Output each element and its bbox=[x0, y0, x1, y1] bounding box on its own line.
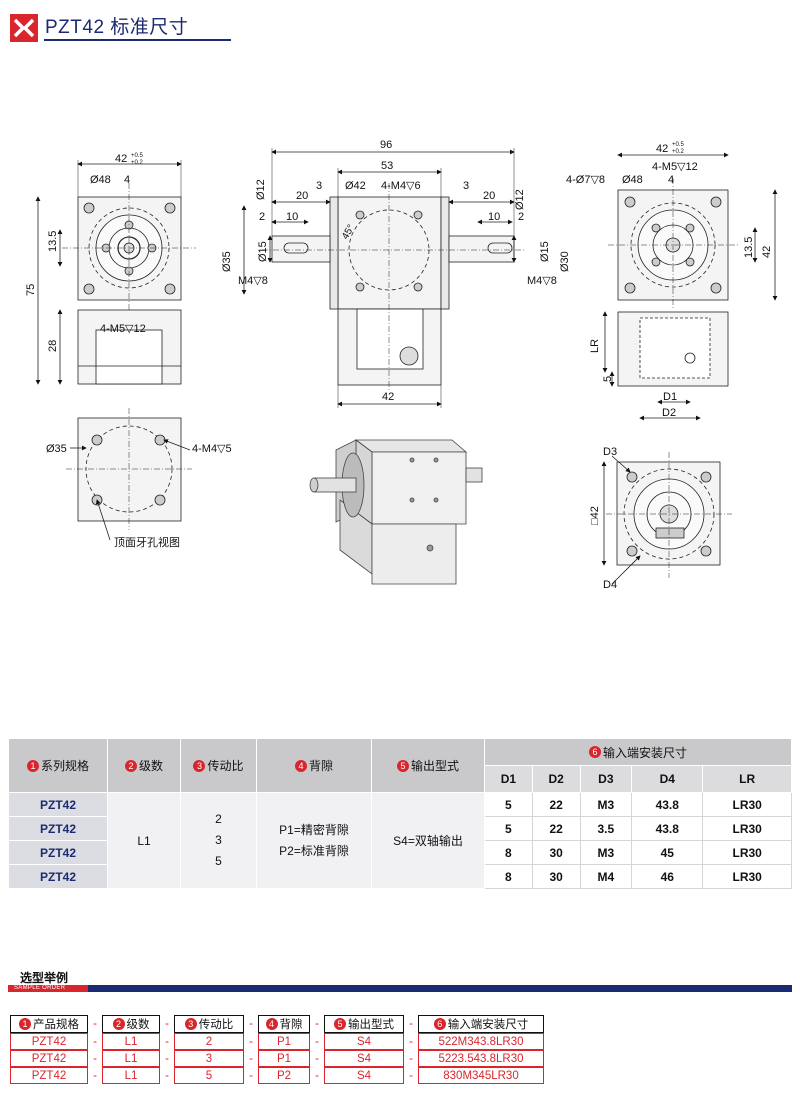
example-row: PZT42- L1- 2- P1- S4- 522M343.8LR30 bbox=[10, 1033, 544, 1050]
svg-text:Ø48: Ø48 bbox=[90, 174, 111, 186]
svg-text:M4▽8: M4▽8 bbox=[238, 275, 268, 287]
svg-text:4-M4▽5: 4-M4▽5 bbox=[192, 443, 232, 455]
example-title: 选型举例 bbox=[20, 971, 69, 985]
input-flange-view bbox=[601, 452, 732, 585]
svg-text:□42: □42 bbox=[589, 506, 601, 525]
table-row: PZT42 8 30 M4 46 LR30 bbox=[8, 864, 792, 889]
svg-text:75: 75 bbox=[25, 284, 37, 296]
isometric-view bbox=[309, 439, 483, 585]
svg-text:Ø12: Ø12 bbox=[255, 179, 267, 200]
svg-text:96: 96 bbox=[380, 139, 392, 151]
front-view bbox=[35, 160, 196, 385]
example-subtitle: SAMPLE ORDER bbox=[14, 985, 66, 991]
svg-text:4-Ø7▽8: 4-Ø7▽8 bbox=[566, 174, 605, 186]
header-lr: LR bbox=[702, 765, 792, 793]
svg-text:4: 4 bbox=[668, 174, 674, 186]
svg-text:13.5: 13.5 bbox=[47, 231, 59, 252]
svg-text:2: 2 bbox=[518, 211, 524, 223]
svg-text:42: 42 bbox=[382, 391, 394, 403]
svg-text:5: 5 bbox=[602, 376, 614, 382]
header-d1: D1 bbox=[484, 765, 533, 793]
svg-text:4-M4▽6: 4-M4▽6 bbox=[381, 180, 421, 192]
svg-text:42: 42 bbox=[656, 143, 668, 155]
svg-text:D1: D1 bbox=[663, 391, 677, 403]
svg-text:+0.5: +0.5 bbox=[672, 142, 685, 148]
svg-text:10: 10 bbox=[286, 211, 298, 223]
svg-text:Ø35: Ø35 bbox=[46, 443, 67, 455]
svg-text:Ø48: Ø48 bbox=[622, 174, 643, 186]
svg-text:Ø15: Ø15 bbox=[539, 241, 551, 262]
svg-text:4: 4 bbox=[124, 174, 130, 186]
stages-cell: L1 bbox=[107, 792, 181, 889]
svg-text:Ø30: Ø30 bbox=[559, 251, 571, 272]
svg-text:+0.5: +0.5 bbox=[131, 153, 144, 159]
header-d4: D4 bbox=[631, 765, 704, 793]
title-underline bbox=[44, 39, 231, 41]
right-view bbox=[602, 152, 778, 421]
svg-text:Ø35: Ø35 bbox=[221, 251, 233, 272]
brand-logo-icon bbox=[10, 14, 38, 42]
example-title-bar-accent bbox=[8, 985, 88, 992]
svg-text:+0.2: +0.2 bbox=[672, 149, 685, 155]
header-d2: D2 bbox=[531, 765, 581, 793]
side-view bbox=[241, 148, 525, 408]
svg-text:LR: LR bbox=[589, 339, 601, 353]
technical-drawings: 42 +0.5 +0.2 Ø48 4 75 13.5 28 4-M5▽12 96… bbox=[25, 139, 778, 591]
svg-text:Ø12: Ø12 bbox=[514, 189, 526, 210]
svg-text:10: 10 bbox=[488, 211, 500, 223]
page-title: PZT42 标准尺寸 bbox=[45, 17, 189, 38]
svg-text:28: 28 bbox=[47, 340, 59, 352]
top-view bbox=[66, 408, 192, 541]
front-dim-42: 42 bbox=[115, 153, 127, 165]
svg-text:D3: D3 bbox=[603, 446, 617, 458]
table-row: PZT42 8 30 M3 45 LR30 bbox=[8, 840, 792, 865]
svg-text:M4▽8: M4▽8 bbox=[527, 275, 557, 287]
svg-text:D2: D2 bbox=[662, 407, 676, 419]
svg-text:Ø15: Ø15 bbox=[257, 241, 269, 262]
example-row: PZT42- L1- 3- P1- S4- 5223.543.8LR30 bbox=[10, 1050, 544, 1067]
svg-text:53: 53 bbox=[381, 160, 393, 172]
svg-text:42: 42 bbox=[761, 246, 773, 258]
svg-text:D4: D4 bbox=[603, 579, 617, 591]
svg-text:20: 20 bbox=[296, 190, 308, 202]
svg-text:3: 3 bbox=[463, 180, 469, 192]
svg-text:13.5: 13.5 bbox=[743, 237, 755, 258]
svg-text:4-M5▽12: 4-M5▽12 bbox=[100, 323, 146, 335]
output-cell: S4=双轴输出 bbox=[371, 792, 485, 889]
header-d3: D3 bbox=[579, 765, 633, 793]
example-row: PZT42- L1- 5- P2- S4- 830M345LR30 bbox=[10, 1067, 544, 1084]
svg-text:4-M5▽12: 4-M5▽12 bbox=[652, 161, 698, 173]
svg-text:2: 2 bbox=[259, 211, 265, 223]
svg-text:+0.2: +0.2 bbox=[131, 160, 144, 166]
example-title-bar bbox=[8, 985, 792, 992]
svg-text:20: 20 bbox=[483, 190, 495, 202]
svg-text:3: 3 bbox=[316, 180, 322, 192]
svg-text:Ø42: Ø42 bbox=[345, 180, 366, 192]
svg-text:顶面牙孔视图: 顶面牙孔视图 bbox=[114, 535, 180, 549]
